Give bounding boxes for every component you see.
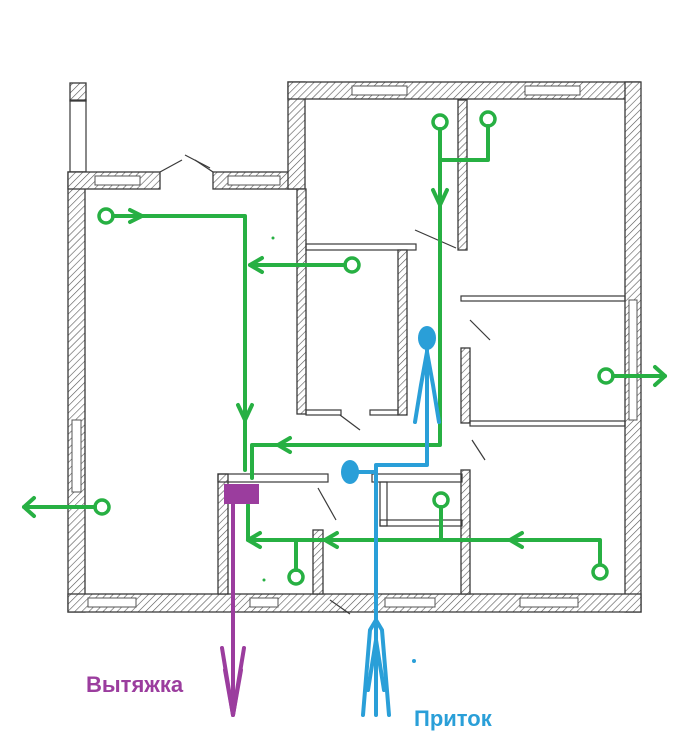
arrow-left-icon: [323, 531, 339, 549]
arrow-right-icon: [653, 365, 667, 387]
arrow-up-icon: [413, 350, 441, 424]
air-inlet-bedroom-top: [431, 113, 449, 131]
supply-diffuser-top: [418, 326, 436, 350]
dot: [271, 236, 275, 240]
corridor-duct: [250, 236, 442, 480]
supply-label: Приток: [414, 706, 492, 731]
exhaust-unit: [224, 484, 259, 504]
supply-network: [341, 326, 441, 717]
green-airflow-network: [22, 110, 667, 586]
arrow-left-icon: [246, 531, 262, 549]
arrow-left-icon: [508, 531, 524, 549]
dot: [412, 659, 416, 663]
arrow-left-icon: [248, 256, 264, 274]
exhaust-riser: [220, 484, 259, 717]
arrow-up-icon: [361, 618, 391, 717]
main-duct-vertical: [111, 214, 247, 472]
dot: [262, 578, 266, 582]
door-swings: [159, 154, 491, 615]
arrow-down-icon: [431, 188, 449, 207]
air-inlet-bathroom: [287, 568, 305, 586]
arrow-left-icon: [276, 436, 292, 454]
exterior-walls: [67, 81, 642, 613]
arrow-down-icon: [236, 403, 254, 422]
lower-duct: [246, 503, 602, 567]
bedroom-branch-2: [438, 124, 490, 162]
air-inlet-living-lower: [93, 498, 111, 516]
air-inlet-lower-right: [591, 563, 609, 581]
air-inlet-lower-middle: [432, 491, 450, 509]
air-inlet-closet: [343, 256, 361, 274]
exhaust-label: Вытяжка: [86, 672, 184, 697]
air-inlet-bedroom-top-2: [479, 110, 497, 128]
arrow-right-icon: [128, 208, 144, 224]
air-inlet-living-room: [97, 207, 115, 225]
interior-walls: [217, 99, 626, 595]
air-inlet-right-room: [597, 367, 615, 385]
supply-diffuser-middle: [341, 460, 359, 484]
arrow-left-icon: [22, 496, 36, 518]
supply-duct: [374, 348, 429, 717]
